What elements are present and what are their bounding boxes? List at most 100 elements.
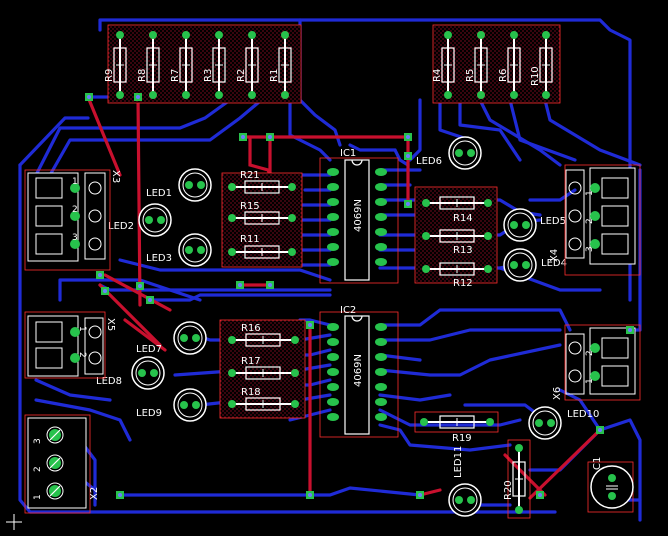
x4-pin-1: 1 xyxy=(585,190,595,196)
label-r10: R10 xyxy=(530,66,541,86)
resistor-r21: R21 xyxy=(228,170,296,194)
x3-pin-1: 1 xyxy=(72,177,78,187)
led-1: LED1 xyxy=(146,168,212,202)
label-led3: LED3 xyxy=(146,253,172,264)
led-11: LED11 xyxy=(448,446,482,517)
ic1-name: IC1 xyxy=(340,148,356,159)
resistor-r2 xyxy=(245,31,259,99)
label-x4: X4 xyxy=(549,249,560,262)
resistor-r12: R12 xyxy=(422,262,492,289)
resistor-r4 xyxy=(441,31,455,99)
led-4: LED4 xyxy=(503,248,567,282)
ic2-part: 4069N xyxy=(353,354,364,387)
resistor-r6 xyxy=(507,31,521,99)
led-9: LED9 xyxy=(136,388,207,422)
resistor-r16: R16 xyxy=(228,323,299,347)
label-r13: R13 xyxy=(453,245,473,256)
connector-x2: 1 2 3 X2 xyxy=(24,414,100,514)
label-r9: R9 xyxy=(104,69,115,82)
resistor-r17: R17 xyxy=(228,356,299,380)
label-r14: R14 xyxy=(453,213,473,224)
x2-pin-3: 3 xyxy=(33,438,43,444)
led-10: LED10 xyxy=(528,406,599,440)
label-r5: R5 xyxy=(465,69,476,82)
label-led11: LED11 xyxy=(453,446,464,478)
led-3: LED3 xyxy=(146,233,212,267)
connector-x4: 1 2 3 X4 xyxy=(549,164,641,276)
x5-pin-1: 1 xyxy=(77,326,87,332)
x4-pin-2: 2 xyxy=(585,218,595,224)
x3-pin-2: 2 xyxy=(72,205,78,215)
resistor-r11: R11 xyxy=(228,234,296,259)
led-8: LED8 xyxy=(96,356,165,390)
label-x2: X2 xyxy=(89,487,100,500)
led-7: LED7 xyxy=(136,321,207,355)
label-led4: LED4 xyxy=(541,258,567,269)
resistor-r18: R18 xyxy=(228,387,299,411)
resistor-r5 xyxy=(474,31,488,99)
resistor-r8 xyxy=(146,31,160,99)
label-led7: LED7 xyxy=(136,344,162,355)
x6-pin-1: 1 xyxy=(585,378,595,384)
label-r20: R20 xyxy=(503,480,514,500)
resistor-r20: R20 xyxy=(503,444,526,514)
resistor-row-top-left: R9 R8 R7 R3 R2 R1 xyxy=(104,31,292,99)
connector-x5: 1 2 X5 xyxy=(24,311,116,379)
vias xyxy=(85,93,634,499)
resistor-r14: R14 xyxy=(422,196,492,224)
label-x3: X3 xyxy=(110,170,121,183)
label-led6: LED6 xyxy=(416,156,442,167)
label-led2: LED2 xyxy=(108,221,134,232)
ic1-part: 4069N xyxy=(353,199,364,232)
resistor-block-top-right xyxy=(432,24,561,104)
x3-pin-3: 3 xyxy=(72,233,78,243)
resistor-r7 xyxy=(179,31,193,99)
resistor-row-top-right: R4 R5 R6 R10 xyxy=(432,31,553,99)
capacitor-c1: C1 xyxy=(587,457,634,513)
label-r19: R19 xyxy=(452,433,472,444)
label-r8: R8 xyxy=(137,69,148,82)
ic2-name: IC2 xyxy=(340,305,356,316)
label-r21: R21 xyxy=(240,170,260,181)
label-r1: R1 xyxy=(269,69,280,82)
label-r12: R12 xyxy=(453,278,473,289)
label-r3: R3 xyxy=(203,69,214,82)
label-r17: R17 xyxy=(241,356,261,367)
x6-pin-2: 2 xyxy=(585,350,595,356)
resistor-block-top-left xyxy=(107,24,302,104)
x4-pin-3: 3 xyxy=(585,246,595,252)
x2-pin-1: 1 xyxy=(33,494,43,500)
ic2: IC2 4069N xyxy=(327,305,387,435)
label-r16: R16 xyxy=(241,323,261,334)
label-r4: R4 xyxy=(432,69,443,82)
label-r6: R6 xyxy=(498,69,509,82)
label-x6: X6 xyxy=(552,387,563,400)
led-5: LED5 xyxy=(503,208,566,242)
label-r7: R7 xyxy=(170,69,181,82)
label-x5: X5 xyxy=(105,318,116,331)
origin-cross xyxy=(6,514,22,530)
label-led1: LED1 xyxy=(146,188,172,199)
x2-pin-2: 2 xyxy=(33,466,43,472)
resistor-r15: R15 xyxy=(228,201,296,225)
label-r15: R15 xyxy=(240,201,260,212)
label-led8: LED8 xyxy=(96,376,122,387)
resistor-r19-outline xyxy=(414,411,499,433)
label-led9: LED9 xyxy=(136,408,162,419)
label-c1: C1 xyxy=(592,457,603,470)
resistor-r19: R19 xyxy=(420,415,494,444)
x5-pin-2: 2 xyxy=(77,352,87,358)
led-6: LED6 xyxy=(416,136,482,170)
label-led5: LED5 xyxy=(540,216,566,227)
label-led10: LED10 xyxy=(567,409,599,420)
ic1-courtyard xyxy=(319,157,399,284)
resistor-r20-outline xyxy=(507,439,531,519)
resistor-r9 xyxy=(113,31,127,99)
resistor-r1 xyxy=(278,31,292,99)
label-r18: R18 xyxy=(241,387,261,398)
label-r2: R2 xyxy=(236,69,247,82)
ic2-courtyard xyxy=(319,311,399,438)
resistor-r3 xyxy=(212,31,226,99)
